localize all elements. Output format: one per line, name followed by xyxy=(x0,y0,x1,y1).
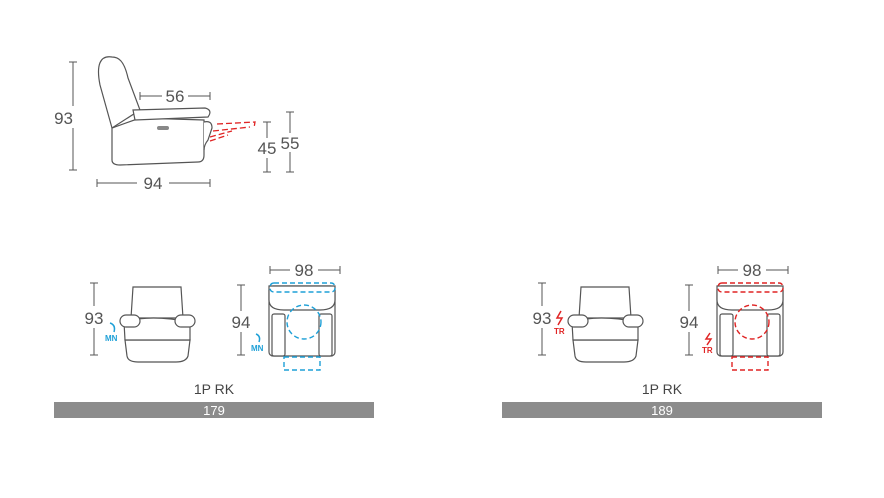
width-label: 98 xyxy=(743,261,762,280)
front-view xyxy=(567,286,644,363)
seat-depth-arrow xyxy=(139,92,211,100)
arm-height-arrow xyxy=(286,111,294,173)
footrest-extended-dashed xyxy=(209,121,256,142)
mechanism-label: MN xyxy=(251,344,264,353)
manual-recline-icon xyxy=(109,322,116,333)
depth-arrow xyxy=(96,179,211,187)
price-bar xyxy=(502,402,822,418)
front-height-arrow xyxy=(90,282,98,356)
width-label: 98 xyxy=(295,261,314,280)
front-view xyxy=(119,286,196,363)
height-arrow xyxy=(69,61,77,171)
mechanism-label: TR xyxy=(702,346,713,355)
top-depth-label: 94 xyxy=(232,313,251,332)
top-depth-arrow xyxy=(685,284,693,356)
model-name: 1P RK xyxy=(194,381,235,397)
front-height-arrow xyxy=(538,282,546,356)
side-view: 93 56 94 45 55 xyxy=(54,56,300,193)
recline-range-dashed xyxy=(269,282,336,371)
side-depth-label: 94 xyxy=(144,174,163,193)
arm-height-label: 55 xyxy=(281,134,300,153)
top-depth-label: 94 xyxy=(680,313,699,332)
seat-depth-label: 56 xyxy=(166,87,185,106)
seat-height-label: 45 xyxy=(258,139,277,158)
seat-height-arrow xyxy=(263,121,271,173)
top-depth-arrow xyxy=(237,284,245,356)
width-arrow xyxy=(269,266,341,274)
electric-bolt-icon xyxy=(704,332,713,346)
model-panel-2: 93 TR 98 94 TR 1P RK 189 xyxy=(502,261,822,418)
front-height-label: 93 xyxy=(85,309,104,328)
top-view xyxy=(268,285,336,357)
control-button-icon xyxy=(157,126,169,130)
manual-recline-icon xyxy=(255,333,261,343)
recliner-side-outline xyxy=(97,56,213,166)
side-height-label: 93 xyxy=(54,109,73,128)
width-arrow xyxy=(717,266,789,274)
electric-bolt-icon xyxy=(555,310,564,326)
mechanism-label: MN xyxy=(105,334,118,343)
top-view xyxy=(716,285,784,357)
price-label: 179 xyxy=(203,403,225,418)
price-label: 189 xyxy=(651,403,673,418)
front-height-label: 93 xyxy=(533,309,552,328)
mechanism-label: TR xyxy=(554,327,565,336)
model-name: 1P RK xyxy=(642,381,683,397)
recline-range-dashed xyxy=(717,282,784,371)
model-panel-1: 93 MN 98 94 MN 1P RK 179 xyxy=(54,261,374,418)
price-bar xyxy=(54,402,374,418)
